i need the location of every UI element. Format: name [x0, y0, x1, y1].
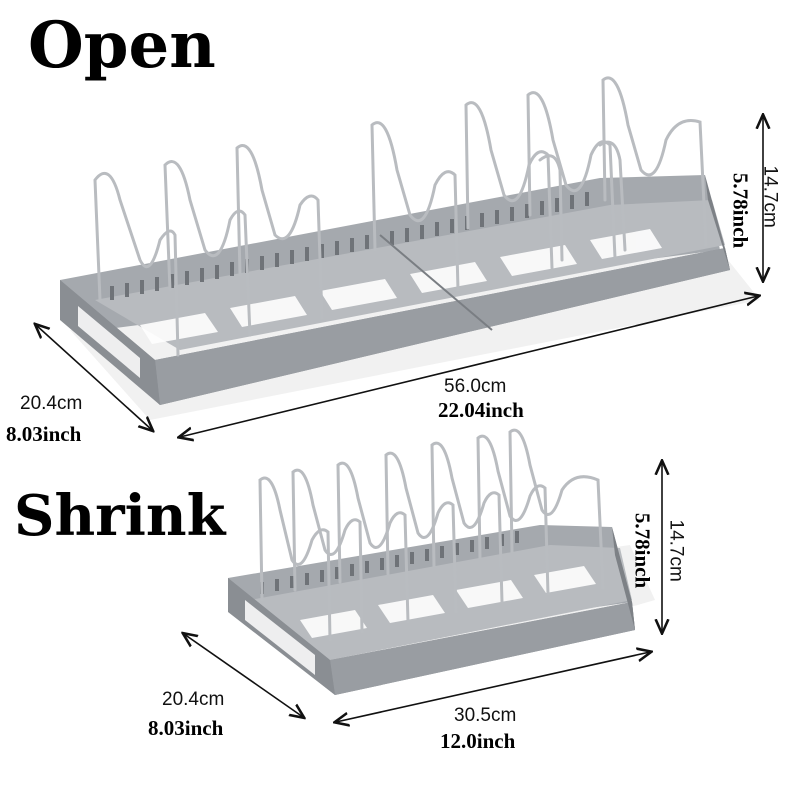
- open-height-inch: 5.78inch: [728, 172, 753, 249]
- shrink-length-cm: 30.5cm: [454, 705, 517, 726]
- open-length-inch: 22.04inch: [438, 398, 524, 422]
- open-length-cm: 56.0cm: [444, 376, 507, 397]
- open-depth-cm: 20.4cm: [20, 393, 83, 414]
- open-height-cm: 14.7cm: [759, 165, 781, 228]
- shrink-depth-cm: 20.4cm: [162, 689, 225, 710]
- open-depth-inch: 8.03inch: [6, 422, 82, 446]
- open-title: Open: [28, 8, 216, 83]
- shrink-height-cm: 14.7cm: [665, 519, 687, 582]
- shrink-rack: [184, 428, 662, 722]
- shrink-height-inch: 5.78inch: [630, 512, 655, 589]
- shrink-title: Shrink: [14, 483, 226, 549]
- open-rack: [36, 76, 763, 437]
- shrink-depth-inch: 8.03inch: [148, 716, 224, 740]
- shrink-length-inch: 12.0inch: [440, 729, 516, 753]
